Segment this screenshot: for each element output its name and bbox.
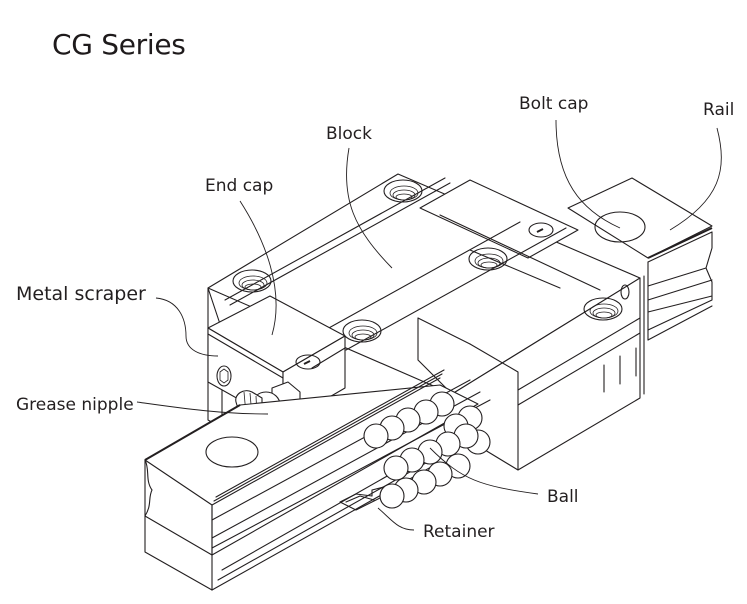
leader-end-cap: [239, 200, 277, 336]
leader-metal-scraper: [155, 297, 219, 357]
label-metal-scraper: Metal scraper: [16, 283, 146, 305]
label-grease-nipple: Grease nipple: [16, 395, 134, 415]
label-bolt-cap: Bolt cap: [519, 94, 588, 114]
label-end-cap: End cap: [205, 176, 273, 196]
mounting-hole-2: [232, 269, 272, 293]
bolt-cap-shape: [594, 211, 646, 243]
leader-grease-nipple: [136, 401, 269, 415]
leader-lines: [136, 119, 722, 531]
label-block: Block: [326, 124, 372, 144]
leader-ball: [429, 447, 539, 495]
rail-bolt-cap: [205, 436, 259, 468]
hex-socket-screw: [216, 365, 232, 387]
ball: [383, 455, 409, 481]
rail-back-section: [567, 177, 713, 341]
rear-grease-port: [620, 284, 630, 300]
page-title: CG Series: [52, 28, 186, 61]
mounting-hole-5: [583, 297, 623, 321]
retainer-part: [339, 485, 389, 511]
mounting-hole-3: [468, 247, 508, 271]
block-body: [207, 173, 645, 471]
label-ball: Ball: [547, 487, 579, 507]
label-retainer: Retainer: [423, 522, 495, 542]
callout-labels: Bolt cap Rail Block End cap Metal scrape…: [16, 94, 734, 542]
mounting-hole-1: [383, 179, 423, 203]
ball-rows: [363, 391, 491, 509]
leader-bolt-cap: [555, 119, 621, 229]
mounting-hole-4: [342, 319, 382, 343]
ball: [363, 423, 389, 449]
end-cap-port: [295, 354, 321, 370]
leader-retainer: [377, 507, 415, 531]
ball: [379, 483, 405, 509]
lube-port-rear: [528, 222, 554, 238]
label-rail: Rail: [703, 100, 734, 120]
mounting-holes: [232, 179, 630, 343]
leader-rail: [669, 127, 722, 231]
leader-block: [346, 147, 393, 269]
